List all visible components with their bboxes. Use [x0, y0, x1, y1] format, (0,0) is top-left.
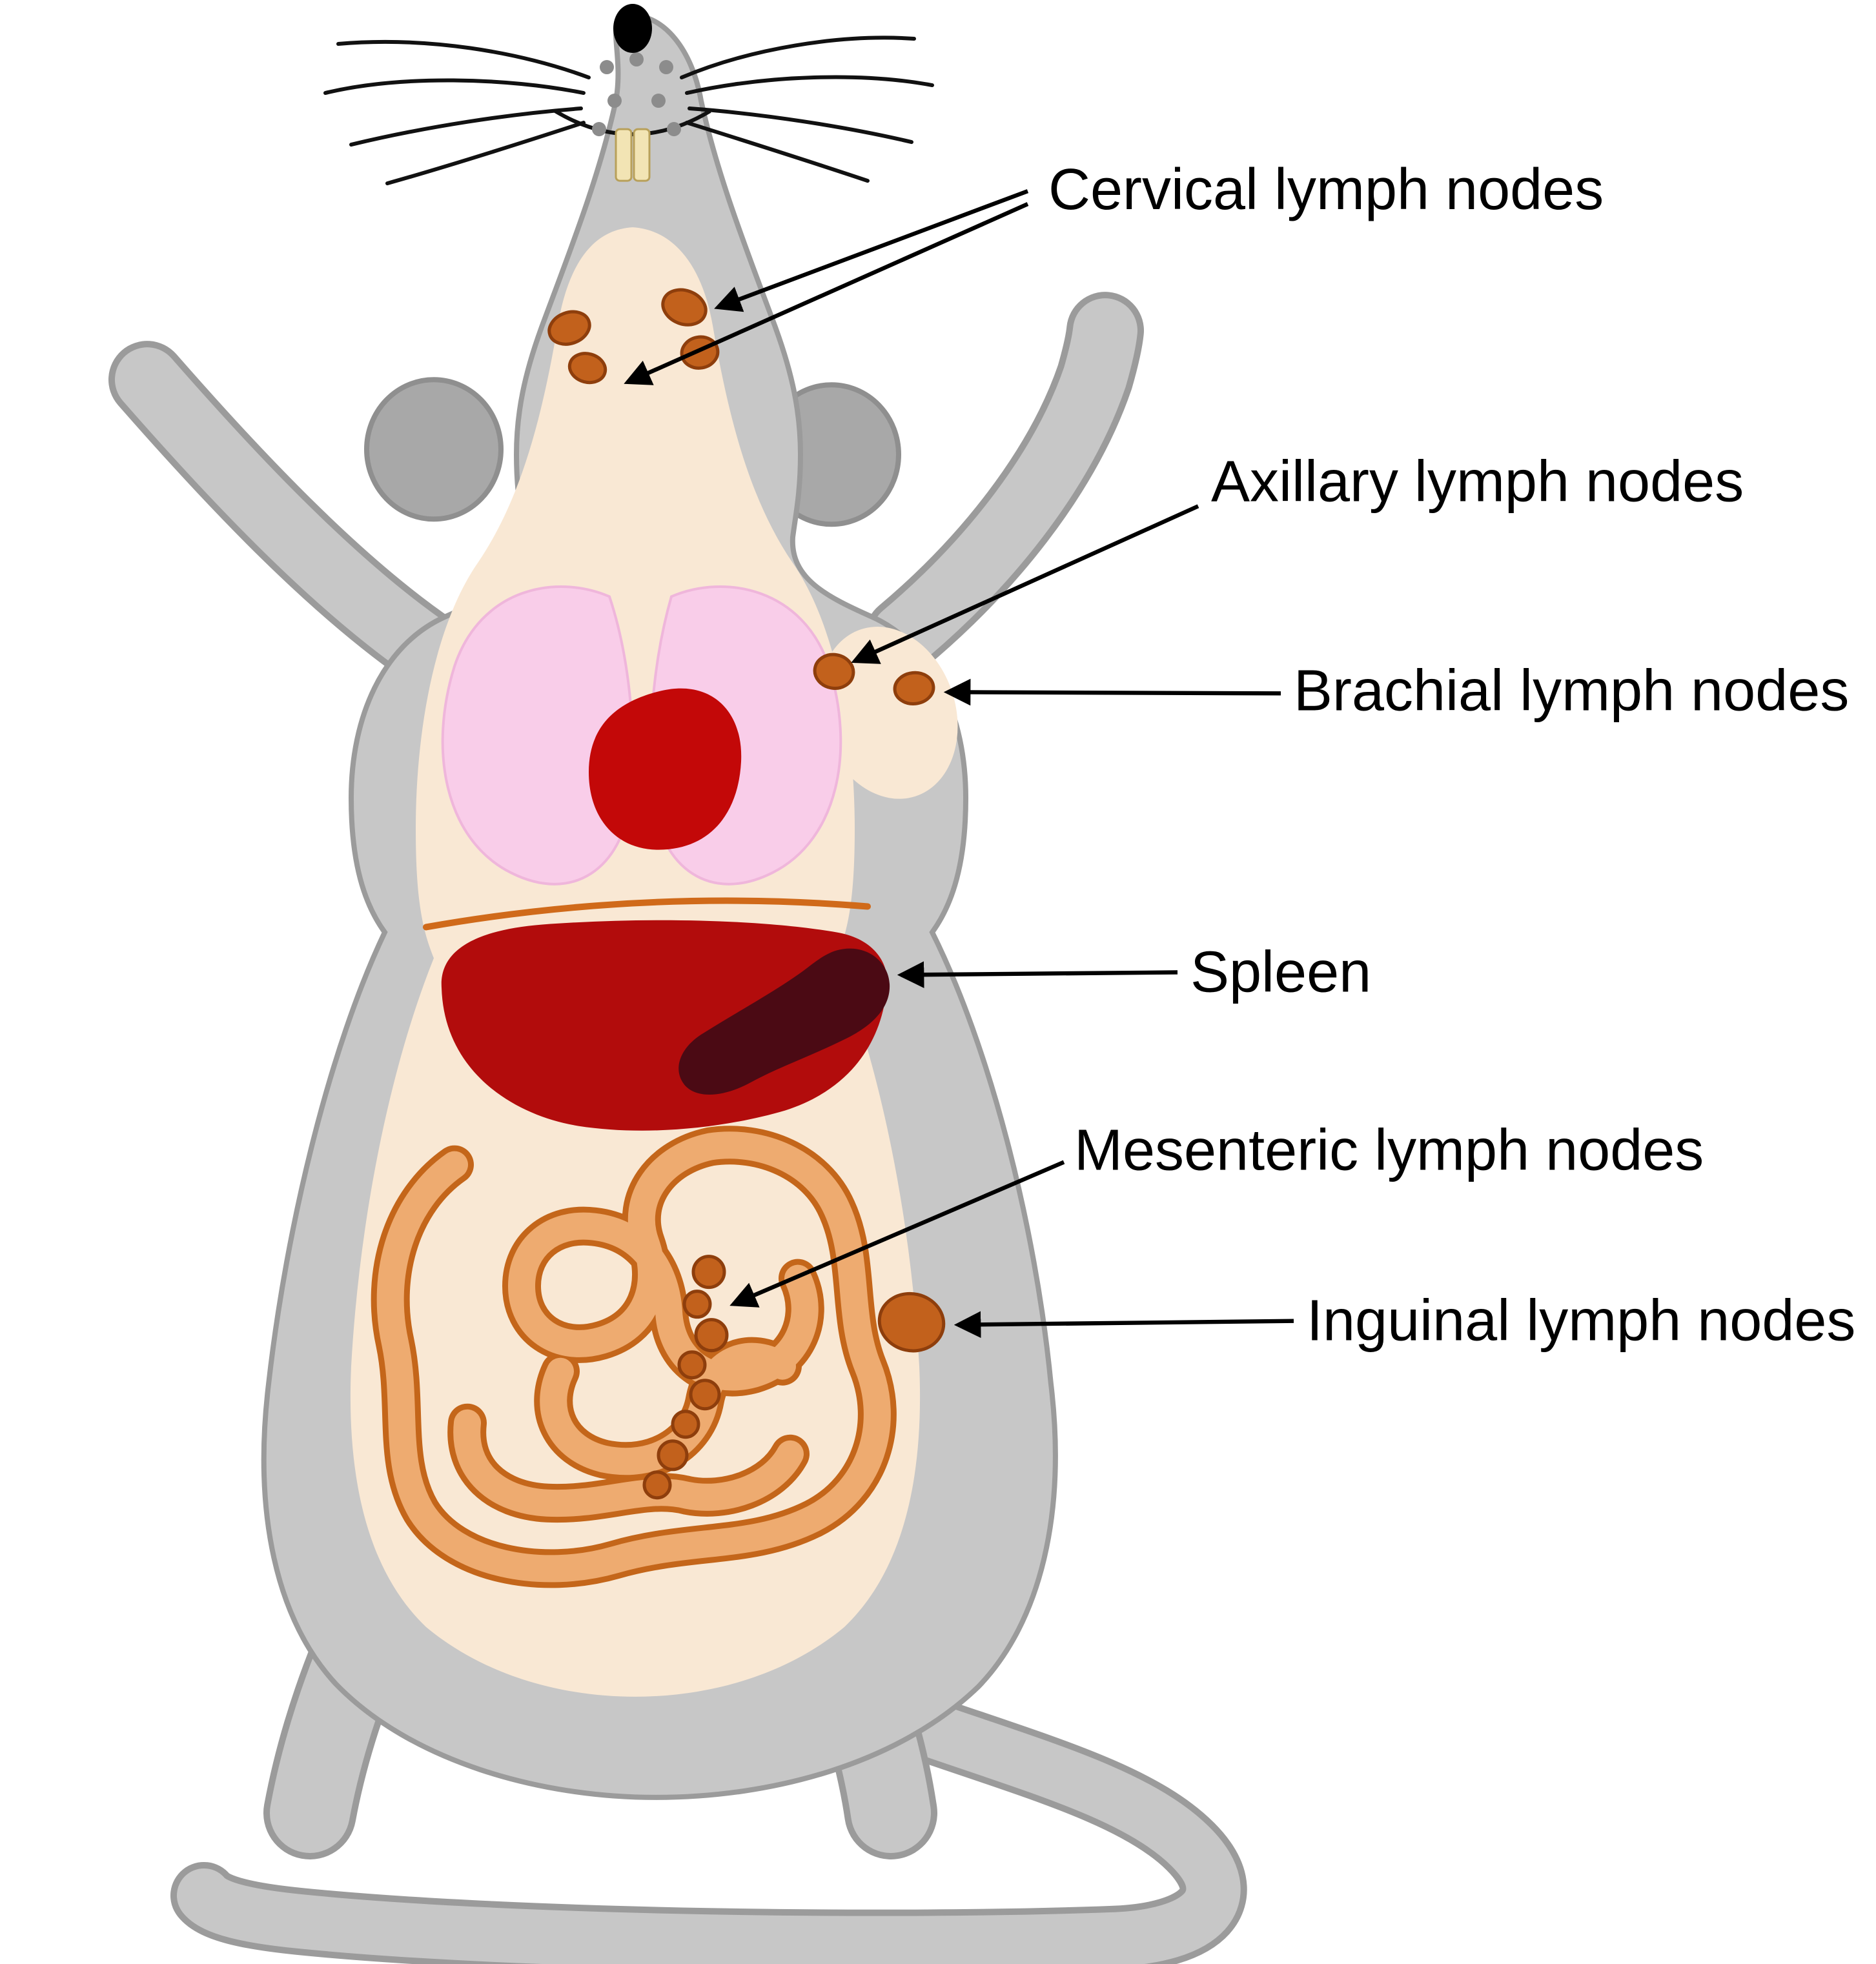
- label-brachial-lymph-nodes: Brachial lymph nodes: [1294, 658, 1849, 723]
- annotation-labels: Cervical lymph nodes Axillary lymph node…: [1048, 157, 1855, 1353]
- diaphragm-line: [423, 897, 871, 931]
- label-mesenteric-lymph-nodes: Mesenteric lymph nodes: [1074, 1119, 1704, 1183]
- label-cervical-lymph-nodes: Cervical lymph nodes: [1048, 157, 1604, 222]
- intestines: [371, 1126, 897, 1588]
- label-inguinal-lymph-nodes: Inguinal lymph nodes: [1307, 1289, 1855, 1353]
- axillary-lymph-node: [813, 653, 855, 690]
- arrow-mesenteric: [729, 1160, 1065, 1308]
- arrow-inguinal: [953, 1311, 1294, 1339]
- spleen: [678, 948, 890, 1095]
- mouse-head-details: [323, 4, 934, 186]
- lymph-nodes: [547, 288, 946, 1500]
- arrow-spleen: [897, 961, 1178, 988]
- mesenteric-lymph-nodes: [642, 1255, 729, 1500]
- liver: [441, 920, 888, 1131]
- arrow-brachial: [943, 678, 1281, 706]
- label-spleen: Spleen: [1190, 940, 1371, 1004]
- inguinal-lymph-node: [877, 1291, 946, 1353]
- label-axillary-lymph-nodes: Axillary lymph nodes: [1211, 449, 1744, 514]
- arrow-cervical-lower: [624, 202, 1029, 385]
- mouse-front-limbs: [108, 292, 1144, 693]
- brachial-lymph-node: [893, 671, 935, 705]
- arrow-cervical-upper: [714, 189, 1029, 312]
- heart: [589, 688, 742, 850]
- whiskers: [323, 35, 934, 186]
- nose: [613, 4, 652, 54]
- muzzle-dots: [592, 52, 681, 137]
- arrow-axillary: [851, 504, 1199, 664]
- left-ear: [364, 377, 504, 522]
- mouth-line: [554, 109, 711, 136]
- teeth: [615, 128, 651, 182]
- annotation-arrows: [624, 189, 1294, 1339]
- mouse-tail: [170, 1657, 1247, 1964]
